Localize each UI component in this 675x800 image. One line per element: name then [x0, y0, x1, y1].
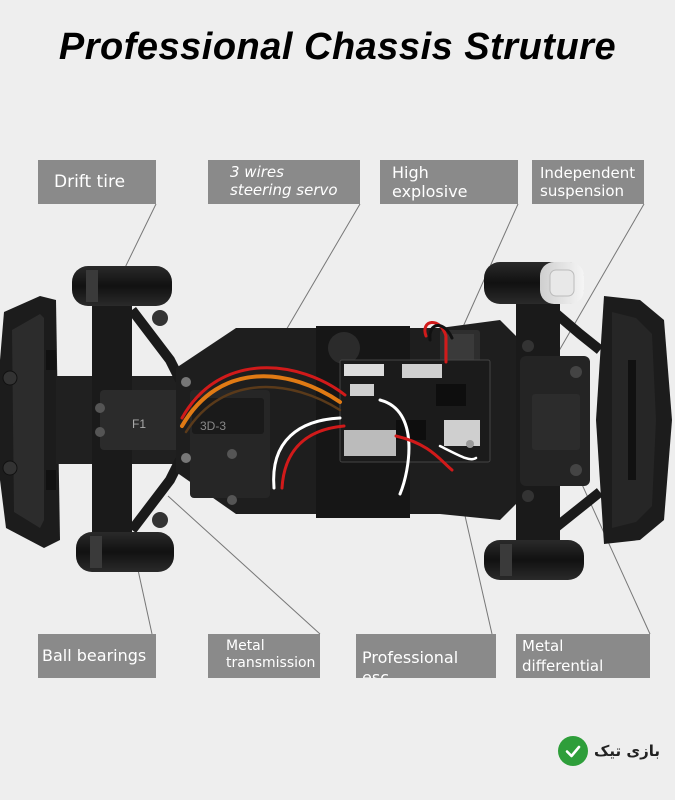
- watermark-logo: بازی تیک: [558, 736, 660, 766]
- front-bumper: [0, 296, 60, 548]
- label-motor: High explosive motor: [380, 160, 518, 204]
- label-steering-servo-line1: 3 wires: [230, 163, 284, 181]
- servo-mark: 3D-3: [200, 419, 226, 433]
- label-esc: Professional esc: [356, 634, 496, 678]
- label-ball-bearings: Ball bearings: [38, 634, 156, 678]
- tire-rear-bottom: [484, 540, 584, 580]
- esc-board: [339, 359, 491, 463]
- motor: [440, 330, 480, 366]
- check-badge-icon: [558, 736, 588, 766]
- tire-front-bottom: [76, 532, 174, 572]
- front-axle: F1: [56, 300, 187, 540]
- label-differential: Metal differential: [516, 634, 650, 678]
- wires: [180, 321, 478, 496]
- label-suspension-line2: suspension: [540, 182, 625, 200]
- label-steering-servo: 3 wires steering servo: [208, 160, 360, 204]
- tire-rear-top: [484, 262, 584, 304]
- tire-front-top: [72, 266, 172, 306]
- label-transmission-line1: Metal: [226, 638, 265, 654]
- label-transmission: Metal transmission: [208, 634, 320, 678]
- page-title: Professional Chassis Struture: [58, 26, 617, 68]
- label-ball-bearings-text: Ball bearings: [42, 646, 147, 665]
- label-differential-text: Metal differential: [522, 637, 604, 675]
- rear-axle: [516, 296, 604, 544]
- label-transmission-line2: transmission: [226, 655, 316, 671]
- label-steering-servo-line2: steering servo: [230, 181, 338, 199]
- label-drift-tire: Drift tire: [38, 160, 156, 204]
- label-motor-line1: High explosive: [392, 163, 468, 201]
- label-suspension: Independent suspension: [532, 160, 644, 204]
- label-drift-tire-text: Drift tire: [54, 172, 126, 192]
- watermark-text: بازی تیک: [594, 742, 660, 760]
- label-motor-line2: motor: [392, 201, 506, 204]
- rear-bumper: [596, 296, 672, 544]
- steering-block-mark: F1: [132, 417, 146, 431]
- label-suspension-line1: Independent: [540, 164, 636, 182]
- label-esc-text: Professional esc: [362, 648, 459, 678]
